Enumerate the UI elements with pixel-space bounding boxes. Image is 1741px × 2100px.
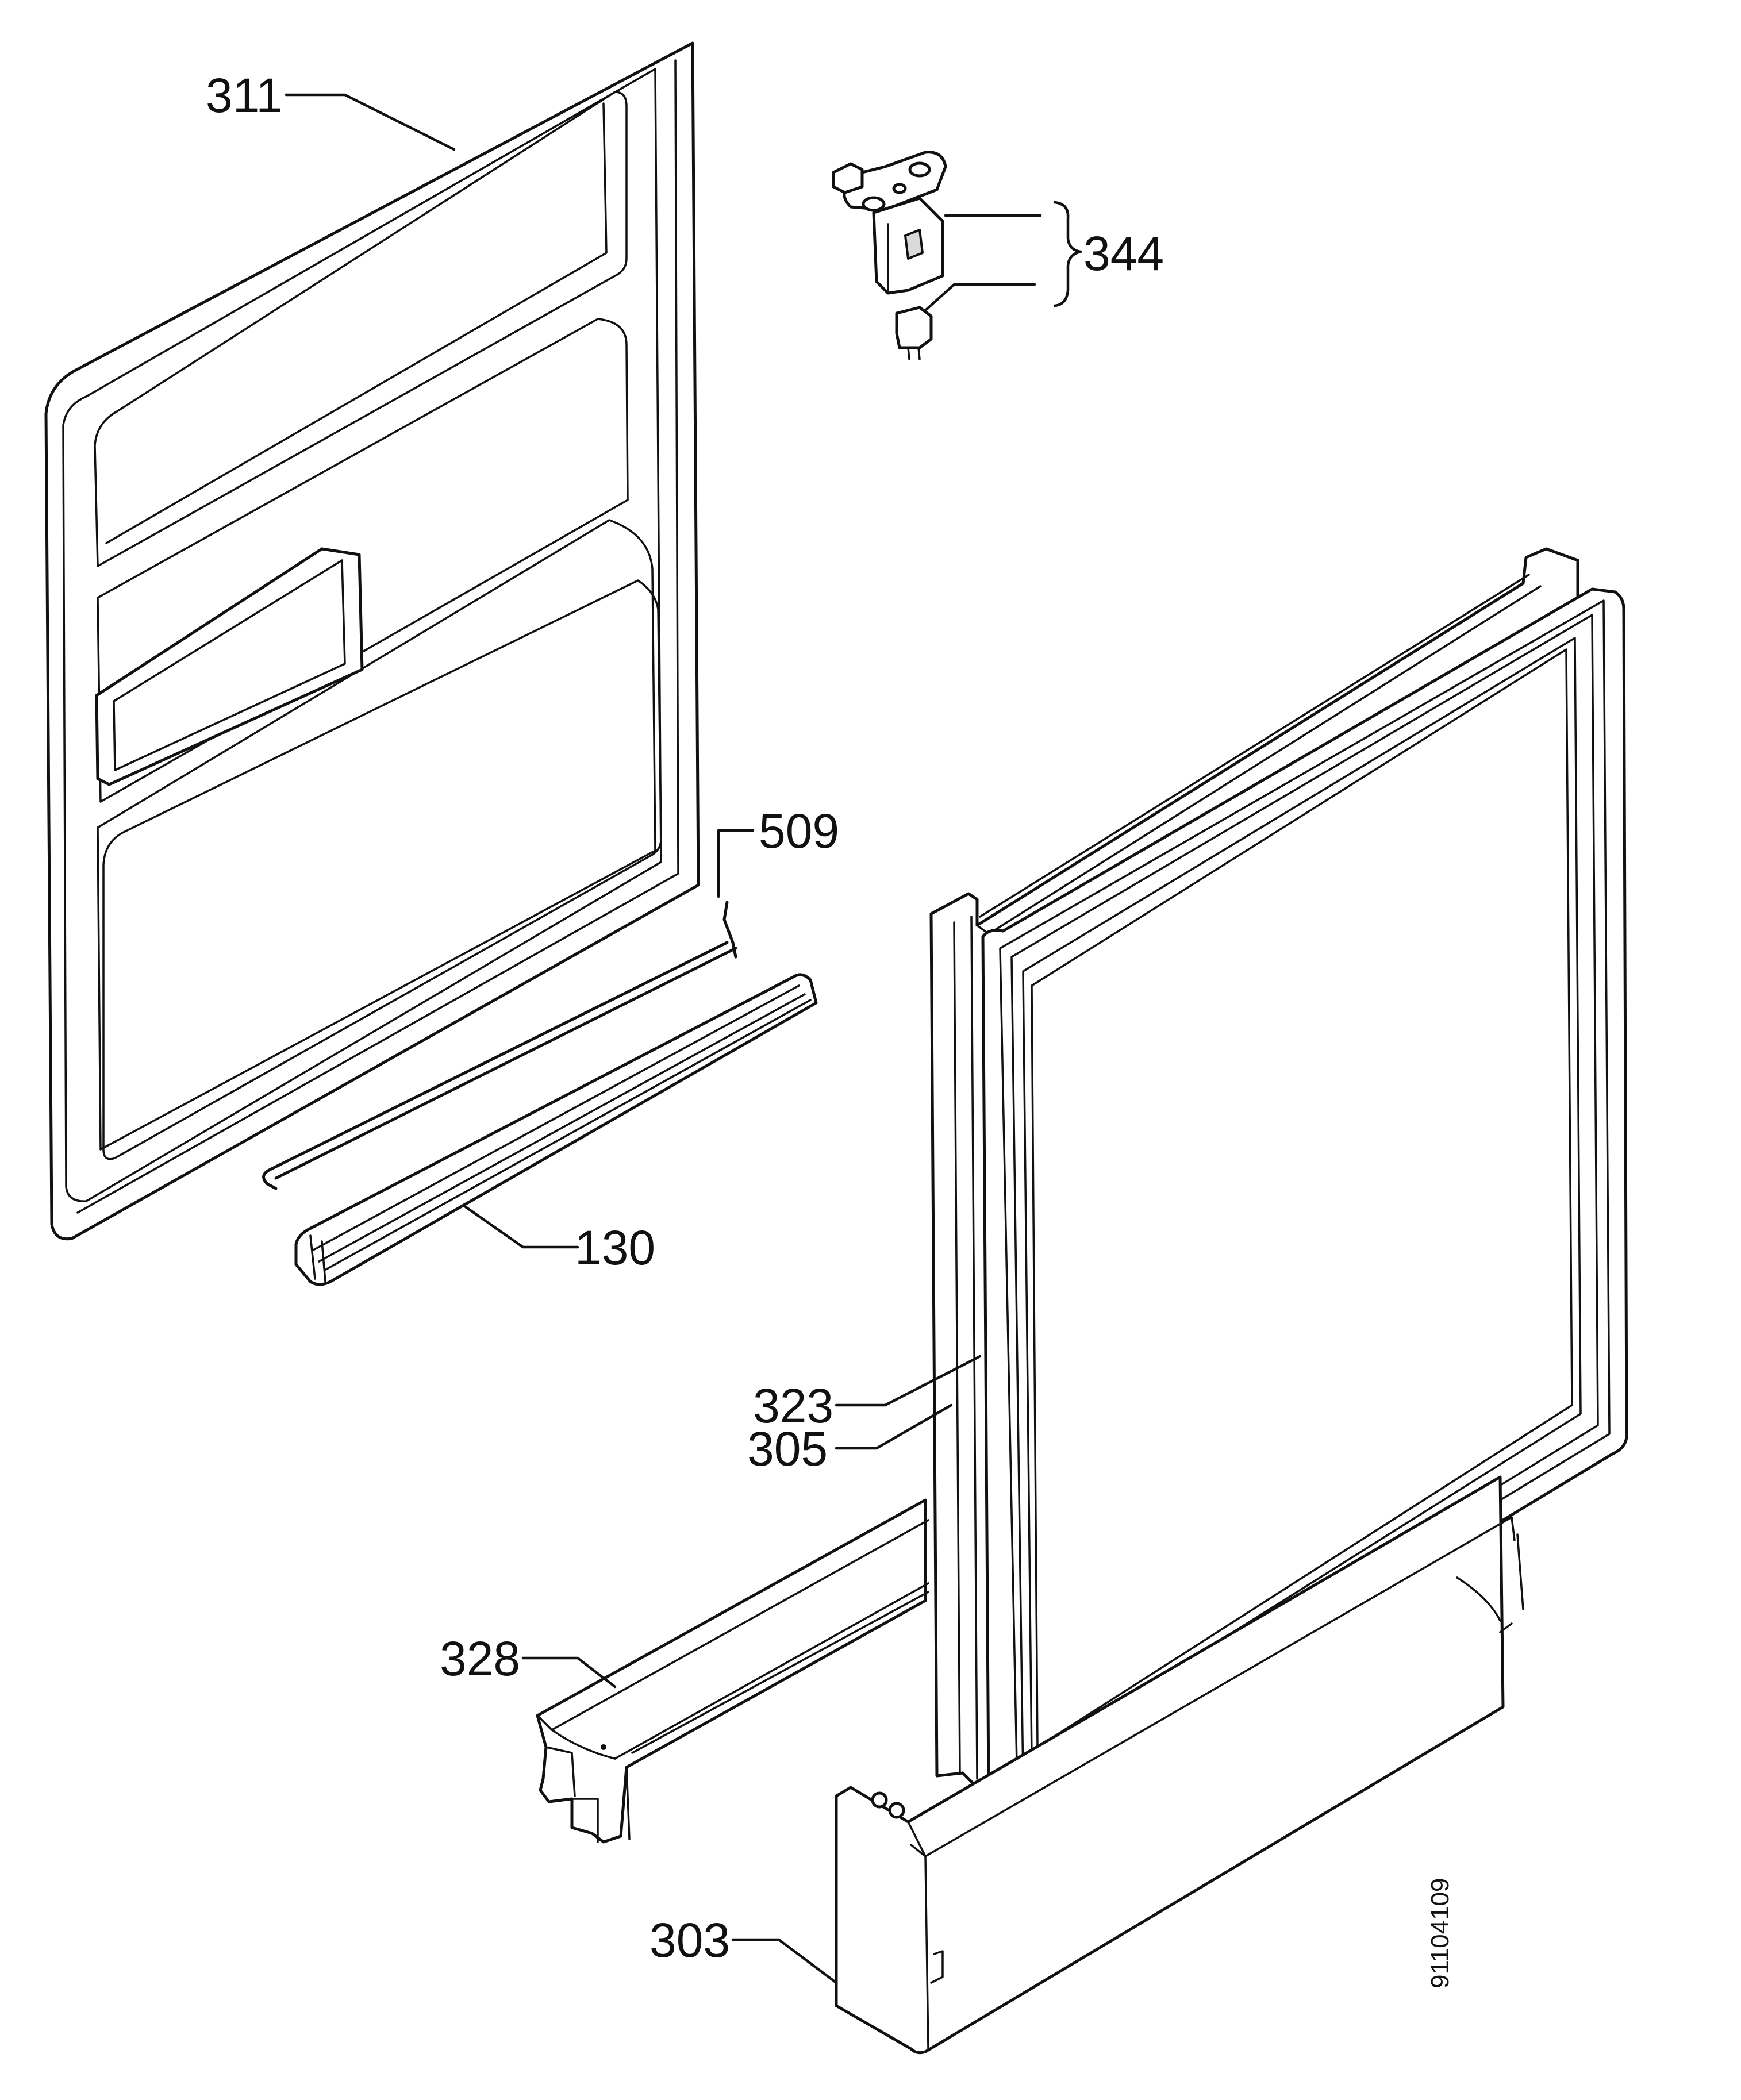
part-311-inner-door-panel — [44, 41, 700, 1241]
label-305: 305 — [747, 1422, 828, 1476]
drawing-number: 91104109 — [1426, 1878, 1454, 1989]
label-303: 303 — [649, 1913, 730, 1967]
label-130: 130 — [575, 1221, 655, 1275]
part-303-kick-plate — [835, 1475, 1524, 2055]
label-311: 311 — [206, 68, 283, 122]
label-509: 509 — [759, 804, 839, 858]
label-328: 328 — [440, 1632, 520, 1686]
label-344: 344 — [1083, 226, 1164, 280]
part-509-wire-rod — [262, 901, 737, 1190]
part-328-side-profile-bar — [536, 1498, 929, 1844]
part-344-door-latch — [832, 151, 947, 360]
leader-lines — [285, 93, 1082, 1984]
label-323: 323 — [753, 1379, 833, 1433]
part-130-door-seal-strip — [294, 973, 818, 1286]
part-labels: 311 344 509 130 323 305 328 303 91104109 — [206, 68, 1454, 1989]
